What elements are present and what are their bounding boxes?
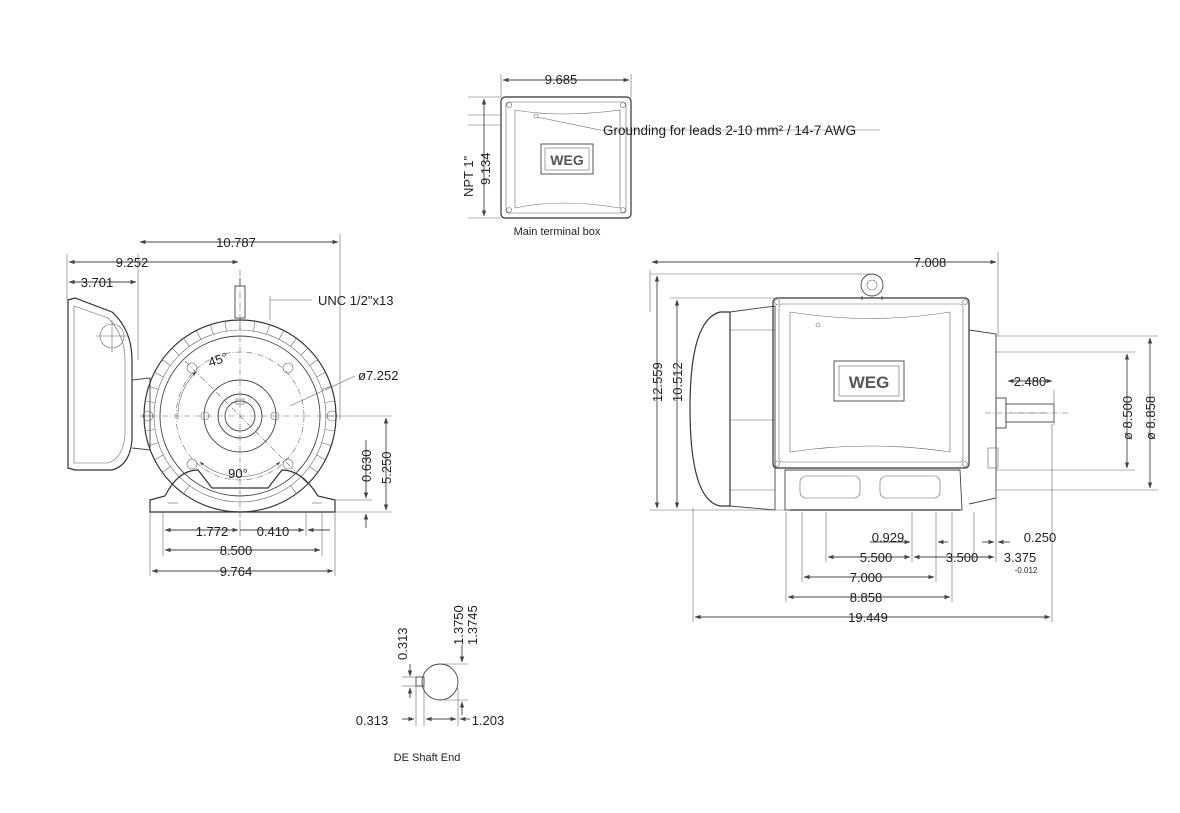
terminal-box-view: WEG 9.685 9.134 NPT 1" Grounding for lea… (461, 72, 880, 238)
dia-8858: ø 8.858 (1143, 396, 1158, 440)
dia-7252: ø7.252 (358, 368, 398, 383)
cooling-fin (183, 485, 190, 494)
dim-0313-vertical: 0.313 (395, 627, 410, 660)
grounding-note: Grounding for leads 2-10 mm² / 14-7 AWG (603, 123, 856, 138)
dim-7008: 7.008 (914, 255, 947, 270)
cooling-fin (316, 454, 326, 460)
side-view: WEG 7.008 12.559 10.512 2.48 (649, 252, 1158, 625)
cooling-fin (300, 347, 309, 356)
weg-logo-side: WEG (833, 360, 905, 402)
shaft-end-view: 0.313 1.3750 1.3745 0.313 1.203 DE Shaft… (356, 605, 505, 764)
cooling-fin (154, 372, 164, 378)
cooling-fin (309, 466, 318, 473)
cooling-fin (324, 400, 335, 403)
cooling-fin (162, 359, 171, 366)
unc-thread-label: UNC 1/2"x13 (318, 293, 393, 308)
cooling-fin (278, 330, 284, 340)
dim-7000: 7.000 (850, 570, 883, 585)
cooling-fin (196, 330, 202, 340)
dim-0630: 0.630 (359, 449, 374, 482)
dim-9764: 9.764 (220, 564, 253, 579)
dim-1203: 1.203 (472, 713, 505, 728)
cooling-fin (148, 386, 159, 390)
cooling-fin (224, 321, 227, 332)
cooling-fin (171, 347, 180, 356)
weg-logo-text: WEG (550, 152, 584, 168)
cooling-fin (321, 442, 332, 446)
dim-1772: 1.772 (196, 524, 229, 539)
front-view: 10.787 9.252 3.701 UNC 1/2"x13 45° 90° ø… (66, 234, 398, 579)
shaft-end-caption: DE Shaft End (394, 752, 461, 764)
dia-8500: ø 8.500 (1120, 396, 1135, 440)
dim-12559: 12.559 (650, 362, 665, 402)
angle-45: 45° (206, 350, 229, 370)
dim-3500: 3.500 (946, 550, 979, 565)
dim-13745: 1.3745 (465, 605, 480, 645)
terminal-box-caption: Main terminal box (514, 226, 601, 238)
cooling-fin (290, 338, 297, 347)
side-terminal-box (772, 297, 970, 469)
cooling-fin (145, 400, 156, 403)
cooling-fin (183, 338, 190, 347)
cooling-fin (145, 429, 156, 432)
dim-3701: 3.701 (81, 275, 114, 290)
dim-8500-front: 8.500 (220, 543, 253, 558)
dim-10787: 10.787 (216, 235, 256, 250)
dim-5250: 5.250 (379, 451, 394, 484)
dim-2480: 2.480 (1014, 374, 1047, 389)
dim-9685: 9.685 (545, 72, 578, 87)
weg-logo: WEG (540, 143, 594, 175)
dim-13750: 1.3750 (451, 605, 466, 645)
dim-19449: 19.449 (848, 610, 888, 625)
cooling-fin (154, 454, 164, 460)
cooling-fin (210, 324, 214, 335)
dim-0929: 0.929 (872, 530, 905, 545)
cooling-fin (162, 466, 171, 473)
terminal-box-outline (500, 96, 632, 219)
cooling-fin (266, 324, 270, 335)
dim-10512: 10.512 (670, 362, 685, 402)
weg-logo-side-text: WEG (849, 373, 890, 392)
tol-3375: -0.012 (1015, 566, 1038, 575)
cooling-fin (309, 359, 318, 366)
npt-label: NPT 1" (461, 155, 476, 197)
dim-8858: 8.858 (850, 590, 883, 605)
dim-3375: 3.375 (1004, 550, 1037, 565)
dim-0410: 0.410 (257, 524, 290, 539)
dim-5500: 5.500 (860, 550, 893, 565)
dim-9134: 9.134 (478, 152, 493, 185)
cooling-fin (290, 485, 297, 494)
cooling-fin (316, 372, 326, 378)
cooling-fin (148, 442, 159, 446)
angle-90: 90° (228, 466, 248, 481)
cooling-fin (253, 321, 256, 332)
dim-0250: 0.250 (1024, 530, 1057, 545)
dim-0313-horizontal: 0.313 (356, 713, 389, 728)
cooling-fin (324, 429, 335, 432)
dim-9252: 9.252 (116, 255, 149, 270)
cooling-fin (321, 386, 332, 390)
